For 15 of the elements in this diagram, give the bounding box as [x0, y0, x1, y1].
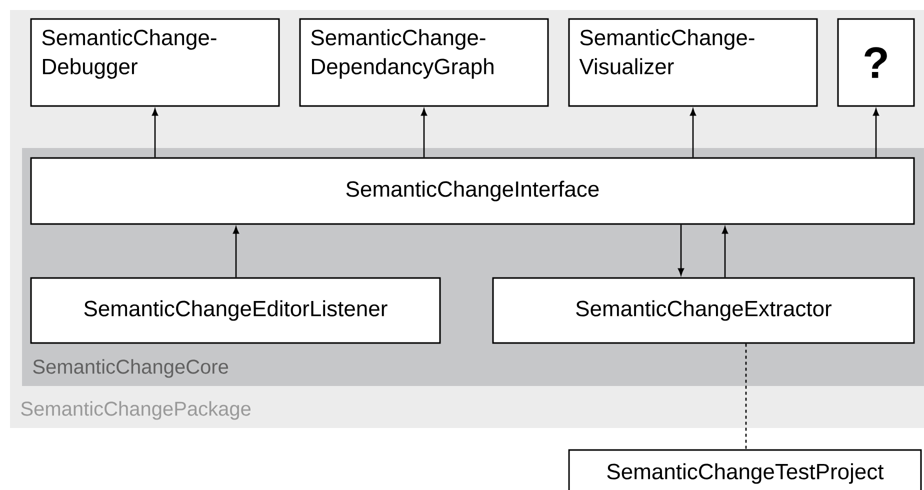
component-box: SemanticChangeEditorListener [30, 277, 441, 344]
arrow [873, 108, 879, 158]
component-box: SemanticChange- Debugger [30, 18, 280, 107]
component-box: SemanticChangeTestProject [568, 449, 922, 490]
arrow [152, 108, 158, 158]
component-box: SemanticChange- DependancyGraph [299, 18, 549, 107]
arrow [421, 108, 427, 158]
arrow [678, 224, 684, 276]
arrow [690, 108, 696, 158]
component-box: ? [837, 18, 915, 107]
arrow [722, 226, 728, 278]
interface-box: SemanticChangeInterface [30, 157, 915, 225]
arrow [233, 226, 240, 278]
component-box: SemanticChangeExtractor [492, 277, 915, 344]
component-box: SemanticChange- Visualizer [568, 18, 818, 107]
